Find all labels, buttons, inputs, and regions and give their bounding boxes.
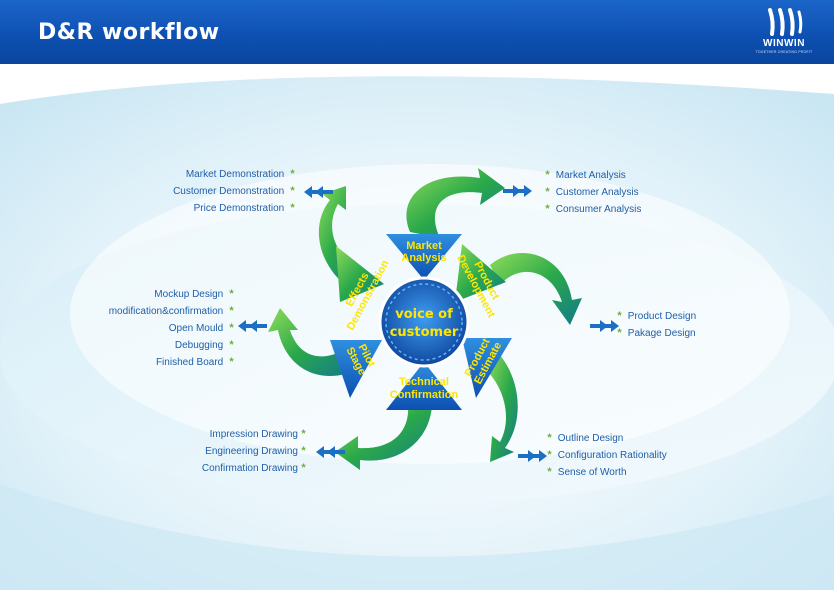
double-arrow-outline <box>518 450 547 462</box>
bullet-star-icon: * <box>229 305 234 317</box>
list-item: Market Demonstration * <box>173 166 298 183</box>
double-arrow-demonstration <box>304 186 333 198</box>
swirl-arm-pilot <box>268 308 352 376</box>
list-item: * Sense of Worth <box>544 464 667 481</box>
center-circle <box>378 276 470 368</box>
bullet-star-icon: * <box>229 288 234 300</box>
center-text-2: customer <box>390 325 459 340</box>
bullet-star-icon: * <box>290 185 295 197</box>
bullet-star-icon: * <box>547 466 552 478</box>
segment-technical <box>386 362 462 410</box>
list-drawing: Impression Drawing* Engineering Drawing*… <box>202 426 309 477</box>
logo-text: WINWIN <box>763 38 805 49</box>
list-item: Price Demonstration * <box>173 200 298 217</box>
list-item: * Configuration Rationality <box>544 447 666 464</box>
list-item: Confirmation Drawing* <box>202 460 309 477</box>
list-item: Open Mould * <box>109 320 237 337</box>
list-item: Debugging * <box>109 337 237 354</box>
header-bar: D&R workflow WINWIN TOGETHER CREATING PR… <box>0 0 834 64</box>
bullet-star-icon: * <box>545 203 550 215</box>
list-item: * Consumer Analysis <box>542 201 641 218</box>
list-item: Customer Demonstration * <box>173 183 298 200</box>
segment-pilot <box>330 340 382 398</box>
bullet-star-icon: * <box>290 202 295 214</box>
bullet-star-icon: * <box>229 322 234 334</box>
bullet-star-icon: * <box>617 310 622 322</box>
swirl-arm-effects <box>318 186 358 285</box>
winwin-logo: WINWIN TOGETHER CREATING PROFIT <box>752 6 816 58</box>
double-arrow-product-design <box>590 320 619 332</box>
bullet-star-icon: * <box>545 186 550 198</box>
swirl-arm-technical <box>335 405 432 470</box>
list-market-analysis: * Market Analysis * Customer Analysis * … <box>542 167 641 218</box>
label-technical-1: Technical <box>399 376 449 388</box>
bullet-star-icon: * <box>229 339 234 351</box>
list-outline: * Outline Design * Configuration Rationa… <box>544 430 667 481</box>
list-item: Finished Board * <box>109 354 237 371</box>
list-item: * Customer Analysis <box>542 184 641 201</box>
swirl-arm-product-dev <box>490 252 582 325</box>
list-item: * Product Design <box>614 308 696 325</box>
swirl-arm-product-est <box>488 355 518 462</box>
label-technical-2: Confirmation <box>390 389 459 401</box>
list-item: * Outline Design <box>544 430 667 447</box>
segment-effects <box>336 246 384 302</box>
list-item: * Market Analysis <box>542 167 641 184</box>
bullet-star-icon: * <box>545 169 550 181</box>
double-arrow-drawing <box>316 446 345 458</box>
list-product-design: * Product Design * Pakage Design <box>614 308 696 342</box>
bullet-star-icon: * <box>290 168 295 180</box>
center-ring <box>385 283 463 361</box>
bullet-star-icon: * <box>547 449 552 461</box>
double-arrow-mockup <box>238 320 267 332</box>
bullet-star-icon: * <box>301 462 306 474</box>
list-mockup: Mockup Design * modification&confirmatio… <box>109 286 237 371</box>
list-demonstration: Market Demonstration * Customer Demonstr… <box>173 166 298 217</box>
label-market-2: Analysis <box>401 252 446 264</box>
winwin-logo-icon <box>768 8 803 36</box>
center-text-1: voice of <box>395 307 453 322</box>
page-title: D&R workflow <box>38 20 220 45</box>
label-market-1: Market <box>406 240 442 252</box>
segment-product-dev <box>455 244 506 302</box>
list-item: Engineering Drawing* <box>202 443 309 460</box>
list-item: Mockup Design * <box>109 286 237 303</box>
bullet-star-icon: * <box>301 428 306 440</box>
list-item: modification&confirmation * <box>109 303 237 320</box>
bullet-star-icon: * <box>617 327 622 339</box>
double-arrow-market <box>503 185 532 197</box>
list-item: Impression Drawing* <box>202 426 309 443</box>
bullet-star-icon: * <box>301 445 306 457</box>
segment-market <box>386 234 462 280</box>
bullet-star-icon: * <box>229 356 234 368</box>
segment-product-est <box>462 338 512 398</box>
logo-tagline: TOGETHER CREATING PROFIT <box>755 50 813 54</box>
swirl-arm-market <box>406 168 505 238</box>
list-item: * Pakage Design <box>614 325 696 342</box>
bullet-star-icon: * <box>547 432 552 444</box>
